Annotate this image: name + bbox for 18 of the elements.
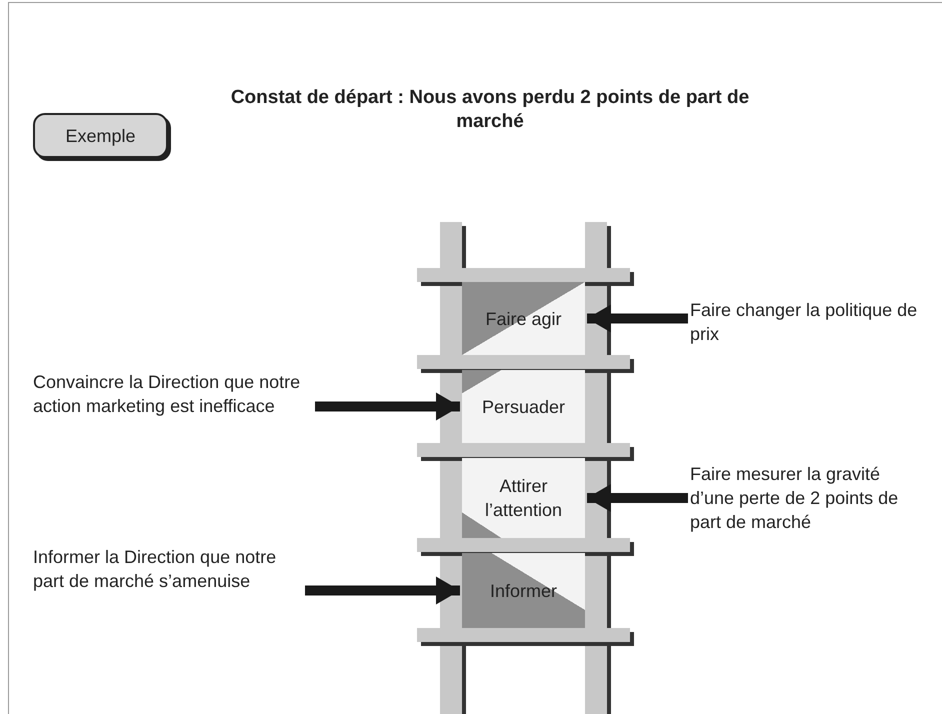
ladder-step-panel bbox=[462, 458, 585, 538]
arrow bbox=[587, 484, 688, 512]
step-label: Faire agir bbox=[485, 308, 562, 330]
ladder-step-panel bbox=[462, 370, 585, 443]
annotation-text: Faire mesurer la gravité d’une perte de 2 points de part de marché bbox=[690, 462, 920, 538]
arrow bbox=[315, 392, 460, 420]
step-label: Persuader bbox=[482, 396, 566, 418]
annotation-text: Informer la Direction que notre part de marché s’amenuise bbox=[33, 545, 303, 621]
ladder-step-panel bbox=[462, 282, 585, 355]
step-label: Informer bbox=[490, 580, 558, 602]
annotation-text: Convaincre la Direction que notre action marketing est inefficace bbox=[33, 370, 313, 445]
example-tag: Exemple bbox=[33, 113, 168, 158]
arrow bbox=[305, 576, 460, 604]
arrow bbox=[587, 304, 688, 332]
annotation-text: Faire changer la politique de prix bbox=[690, 298, 920, 348]
ladder-step-panel bbox=[462, 553, 585, 628]
step-label: Attirer l’attention bbox=[484, 475, 564, 522]
diagram-title: Constat de départ : Nous avons perdu 2 points de part de marché bbox=[230, 86, 750, 134]
